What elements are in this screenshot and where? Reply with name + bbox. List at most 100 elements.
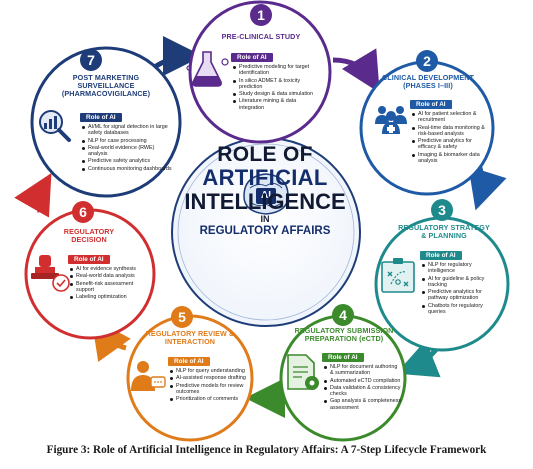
center-title-line-5: REGULATORY AFFAIRS xyxy=(199,225,331,237)
center-title-line-2: ARTIFICIAL xyxy=(202,165,328,190)
list-item: AI for guideline & policy tracking xyxy=(422,276,498,289)
step-number: 1 xyxy=(257,7,265,23)
step-3-bullets: NLP for regulatory intelligence AI for g… xyxy=(420,262,498,315)
step-4-details: Role of AI NLP for document authoring & … xyxy=(322,346,402,412)
ai-badge: AI xyxy=(261,190,271,201)
step-number: 4 xyxy=(339,307,347,323)
approval-stamp-icon xyxy=(31,255,70,292)
list-item: AI for patient selection & recruitment xyxy=(412,111,488,124)
step-2-title: CLINICAL DEVELOPMENT (PHASES I–III) xyxy=(381,73,475,91)
list-item: Chatbots for regulatory queries xyxy=(422,303,498,316)
step-7-badge: 7 xyxy=(80,49,102,71)
step-7-content: POST MARKETING SURVEILLANCE (PHARMACOVIG… xyxy=(50,73,162,99)
step-5-content: REGULATORY REVIEW & INTERACTION xyxy=(137,329,243,347)
magnifier-chart-icon xyxy=(39,110,71,142)
flask-icon xyxy=(186,51,229,87)
list-item: Real-time data monitoring & risk-based a… xyxy=(412,125,488,138)
step-6-badge: 6 xyxy=(72,201,94,223)
list-item: Literature mining & data integration xyxy=(233,98,317,111)
list-item: Real-world evidence (RWE) analysis xyxy=(82,145,172,158)
step-4-role-label: Role of AI xyxy=(322,353,364,362)
step-5-title: REGULATORY REVIEW & INTERACTION xyxy=(145,329,235,347)
list-item: In silico ADMET & toxicity prediction xyxy=(233,78,317,91)
list-item: NLP for document authoring & summarizati… xyxy=(324,364,402,377)
list-item: NLP for regulatory intelligence xyxy=(422,262,498,275)
step-1-details: Role of AI Predictive modeling for targe… xyxy=(231,46,317,112)
strategy-board-icon xyxy=(381,258,415,293)
step-6-bullets: AI for evidence synthesis Real-world dat… xyxy=(68,266,148,300)
center-title-line-1: ROLE OF xyxy=(217,143,313,166)
step-7-circle xyxy=(30,46,182,198)
step-6-role-label: Role of AI xyxy=(68,255,110,264)
list-item: Benefit-risk assessment support xyxy=(70,281,148,294)
step-5-details: Role of AI NLP for query understanding A… xyxy=(168,350,246,403)
step-2-bullets: AI for patient selection & recruitment R… xyxy=(410,111,488,164)
step-4-title: REGULATORY SUBMISSION PREPARATION (eCTD) xyxy=(294,326,394,344)
reviewer-chat-icon xyxy=(131,361,166,391)
step-7-title: POST MARKETING SURVEILLANCE (PHARMACOVIG… xyxy=(61,73,151,99)
list-item: Predictive modeling for target identific… xyxy=(233,64,317,77)
step-5-bullets: NLP for query understanding AI-assisted … xyxy=(168,368,246,402)
list-item: Study design & data simulation xyxy=(233,91,317,97)
step-2-details: Role of AI AI for patient selection & re… xyxy=(410,93,488,165)
step-3-badge: 3 xyxy=(431,199,453,221)
step-3-content: REGULATORY STRATEGY & PLANNING xyxy=(396,223,492,241)
list-item: Predictive analytics for pathway optimiz… xyxy=(422,289,498,302)
center-title: ROLE OF ARTIFICIAL INTELLIGENCE IN REGUL… xyxy=(170,143,360,238)
step-1-badge: 1 xyxy=(250,4,272,26)
center-title-line-3: INTELLIGENCE xyxy=(184,189,346,214)
list-item: Labeling optimization xyxy=(70,294,148,300)
list-item: Real-world data analysis xyxy=(70,273,148,279)
step-3-details: Role of AI NLP for regulatory intelligen… xyxy=(420,244,498,316)
list-item: AI for evidence synthesis xyxy=(70,266,148,272)
step-number: 5 xyxy=(178,309,186,325)
list-item: Predictive analytics for efficacy & safe… xyxy=(412,138,488,151)
step-6-details: Role of AI AI for evidence synthesis Rea… xyxy=(68,248,148,301)
step-2-badge: 2 xyxy=(416,50,438,72)
list-item: AI-assisted response drafting xyxy=(170,375,246,382)
step-6-title: REGULATORY DECISION xyxy=(63,227,115,245)
arrow-1-to-2 xyxy=(332,48,380,93)
list-item: Automated eCTD compilation xyxy=(324,377,401,384)
step-1-title: PRE-CLINICAL STUDY xyxy=(221,32,301,41)
step-4-bullets: NLP for document authoring & summarizati… xyxy=(322,364,402,411)
medical-team-icon xyxy=(375,106,407,134)
arrow-6-to-7 xyxy=(14,172,52,218)
list-item: Predictive models for review outcomes xyxy=(170,383,246,396)
list-item: NLP for query understanding xyxy=(170,368,245,374)
step-1-bullets: Predictive modeling for target identific… xyxy=(231,64,317,111)
step-4-content: REGULATORY SUBMISSION PREPARATION (eCTD) xyxy=(290,326,398,344)
step-3-title: REGULATORY STRATEGY & PLANNING xyxy=(398,223,490,241)
list-item: Data validation & consistency checks xyxy=(324,384,401,398)
step-6-content: REGULATORY DECISION xyxy=(56,227,122,245)
step-5-badge: 5 xyxy=(171,306,193,328)
list-item: NLP for case processing xyxy=(82,138,172,144)
center-title-line-4: IN xyxy=(260,214,270,224)
step-1-content: PRE-CLINICAL STUDY xyxy=(213,32,309,41)
step-number: 3 xyxy=(438,202,446,218)
step-7-details: Role of AI AI/ML for signal detection in… xyxy=(80,106,172,173)
step-2-content: CLINICAL DEVELOPMENT (PHASES I–III) xyxy=(378,73,478,91)
step-4-badge: 4 xyxy=(332,304,354,326)
step-7-bullets: AI/ML for signal detection in large safe… xyxy=(80,124,172,172)
step-number: 7 xyxy=(87,52,95,68)
list-item: Continuous monitoring dashboards xyxy=(82,165,172,172)
list-item: Predictive safety analytics xyxy=(82,158,172,164)
document-gear-icon xyxy=(287,354,319,390)
step-2-role-label: Role of AI xyxy=(410,100,452,109)
ai-brain-icon xyxy=(243,173,289,215)
list-item: Prioritization of comments xyxy=(170,396,246,402)
step-1-circle xyxy=(188,0,332,144)
step-number: 6 xyxy=(79,204,87,220)
figure-caption: Figure 3: Role of Artificial Intelligenc… xyxy=(46,444,487,456)
step-number: 2 xyxy=(423,53,431,69)
list-item: Gap analysis & completeness assessment xyxy=(324,398,402,411)
step-7-role-label: Role of AI xyxy=(80,113,122,122)
step-5-role-label: Role of AI xyxy=(168,357,210,366)
step-3-role-label: Role of AI xyxy=(420,251,462,260)
step-1-role-label: Role of AI xyxy=(231,53,273,62)
list-item: AI/ML for signal detection in large safe… xyxy=(82,124,172,137)
list-item: Imaging & biomarker data analysis xyxy=(412,152,488,165)
